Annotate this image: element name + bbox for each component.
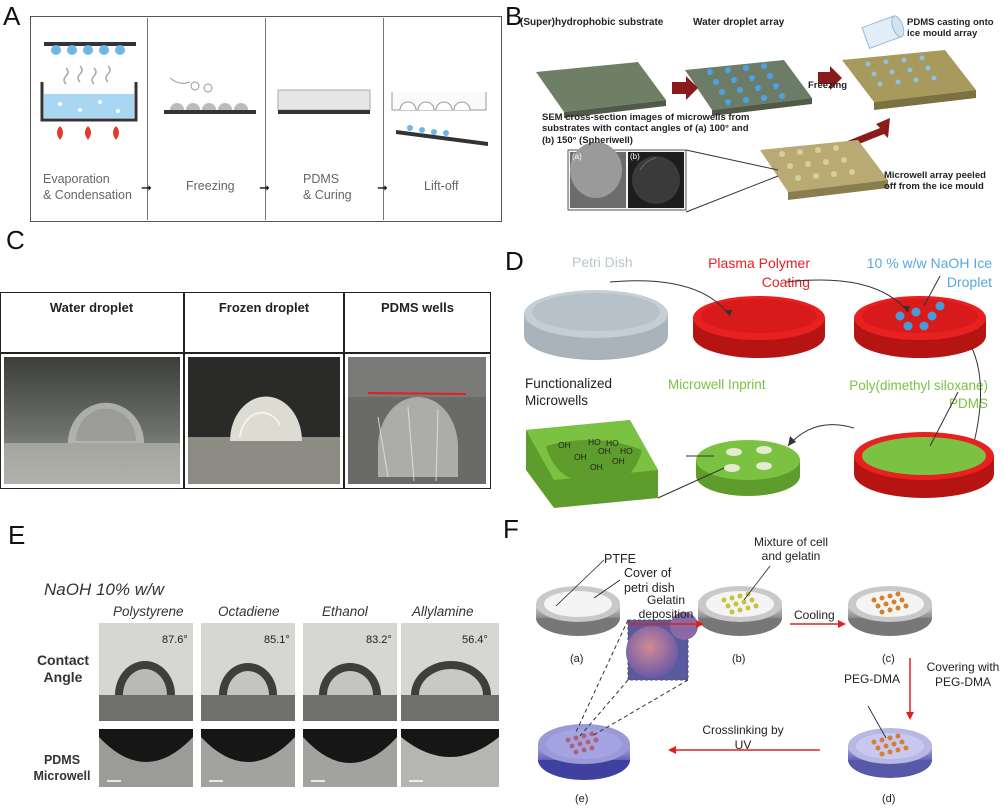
panel-f-label: F [503, 514, 519, 544]
e-row-pdms-microwell: PDMS Microwell [33, 753, 91, 783]
pdms-wells-photo [348, 357, 486, 484]
d-ho-label: HO [620, 446, 633, 456]
b-sem-b-label: (b) [630, 152, 640, 161]
step-freezing-label: Freezing [186, 179, 235, 193]
b-casting-label: PDMS casting onto ice mould array [907, 17, 994, 40]
d-oh-label: OH [612, 456, 625, 466]
f-covering-label: Covering with PEG-DMA [926, 660, 1000, 689]
e-angle-ethanol: 83.2° [366, 634, 392, 646]
d-ho-label: HO [588, 437, 601, 447]
c-header-water: Water droplet [49, 300, 134, 315]
step-evaporation-label: Evaporation & Condensation [43, 172, 132, 202]
b-freezing-label: Freezing [808, 80, 848, 91]
d-pdms-label: Poly(dimethyl siloxane) PDMS [849, 378, 988, 412]
step-pdms-label: PDMS & Curing [303, 172, 352, 202]
f-pegdma-label: PEG-DMA [844, 672, 901, 686]
step-arrow-icon: ➞ [259, 180, 270, 195]
d-oh-label: OH [590, 462, 603, 472]
frozen-droplet-photo [188, 357, 340, 484]
panel-c-table [0, 292, 491, 489]
d-petri-label: Petri Dish [572, 254, 633, 270]
f-crosslink-label: Crosslinking by UV [702, 723, 784, 752]
c-header-frozen: Frozen droplet [218, 300, 310, 315]
c-col-divider [343, 292, 345, 489]
e-angle-allylamine: 56.4° [462, 634, 488, 646]
step-arrow-icon: ➞ [377, 180, 388, 195]
water-droplet-photo [4, 357, 180, 484]
e-angle-octadiene: 85.1° [264, 634, 290, 646]
b-peeled-label: Microwell array peeled off from the ice … [884, 170, 986, 193]
f-step-e: (e) [575, 793, 589, 805]
e-title: NaOH 10% w/w [44, 580, 164, 599]
b-sem-a-label: (a) [572, 152, 582, 161]
f-step-c: (c) [882, 653, 895, 665]
panel-a-divider [383, 18, 384, 220]
ice-mould-diagram [536, 15, 976, 213]
f-ptfe-label: PTFE [604, 552, 636, 566]
f-mixture-label: Mixture of cell and gelatin [753, 535, 829, 564]
e-row-contact-angle: Contact Angle [36, 652, 90, 685]
d-oh-label: OH [574, 452, 587, 462]
plasma-coating-diagram [524, 275, 994, 508]
panel-e-label: E [8, 520, 26, 550]
panel-c-label: C [6, 225, 25, 255]
panel-a-divider [147, 18, 148, 220]
e-col-polystyrene: Polystyrene [113, 604, 184, 619]
d-functionalized-label: Functionalized Microwells [525, 376, 613, 408]
d-ho-label: HO [606, 438, 619, 448]
e-col-ethanol: Ethanol [322, 604, 368, 619]
d-oh-label: OH [598, 446, 611, 456]
d-plasma-label: Plasma Polymer Coating [708, 255, 810, 290]
c-col-divider [183, 292, 185, 489]
c-row-divider [0, 352, 491, 354]
e-col-octadiene: Octadiene [218, 604, 280, 619]
contact-angle-photos [99, 623, 499, 787]
e-angle-polystyrene: 87.6° [162, 634, 188, 646]
b-droplet-array-label: Water droplet array [693, 17, 785, 28]
f-cooling-label: Cooling [794, 608, 835, 622]
e-col-allylamine: Allylamine [412, 604, 474, 619]
peg-dma-diagram [536, 559, 932, 780]
panel-a-divider [265, 18, 266, 220]
panel-d-label: D [505, 246, 524, 276]
panel-b-label: B [505, 1, 523, 31]
c-header-wells: PDMS wells [381, 300, 454, 315]
b-sem-label: SEM cross-section images of microwells f… [542, 112, 750, 146]
d-oh-label: OH [558, 440, 571, 450]
f-step-a: (a) [570, 653, 584, 665]
f-gelatin-label: Gelatin deposition [638, 593, 694, 622]
f-cover-label: Cover of petri dish [624, 566, 675, 595]
step-arrow-icon: ➞ [141, 180, 152, 195]
b-substrate-label: (Super)hydrophobic substrate [520, 17, 664, 28]
d-inprint-label: Microwell Inprint [668, 377, 766, 392]
d-naoh-label: 10 % w/w NaOH Ice Droplet [866, 255, 992, 290]
f-step-b: (b) [732, 653, 746, 665]
step-liftoff-label: Lift-off [424, 179, 459, 193]
f-step-d: (d) [882, 793, 896, 805]
panel-a-label: A [3, 1, 21, 31]
evaporation-diagram [40, 42, 488, 146]
